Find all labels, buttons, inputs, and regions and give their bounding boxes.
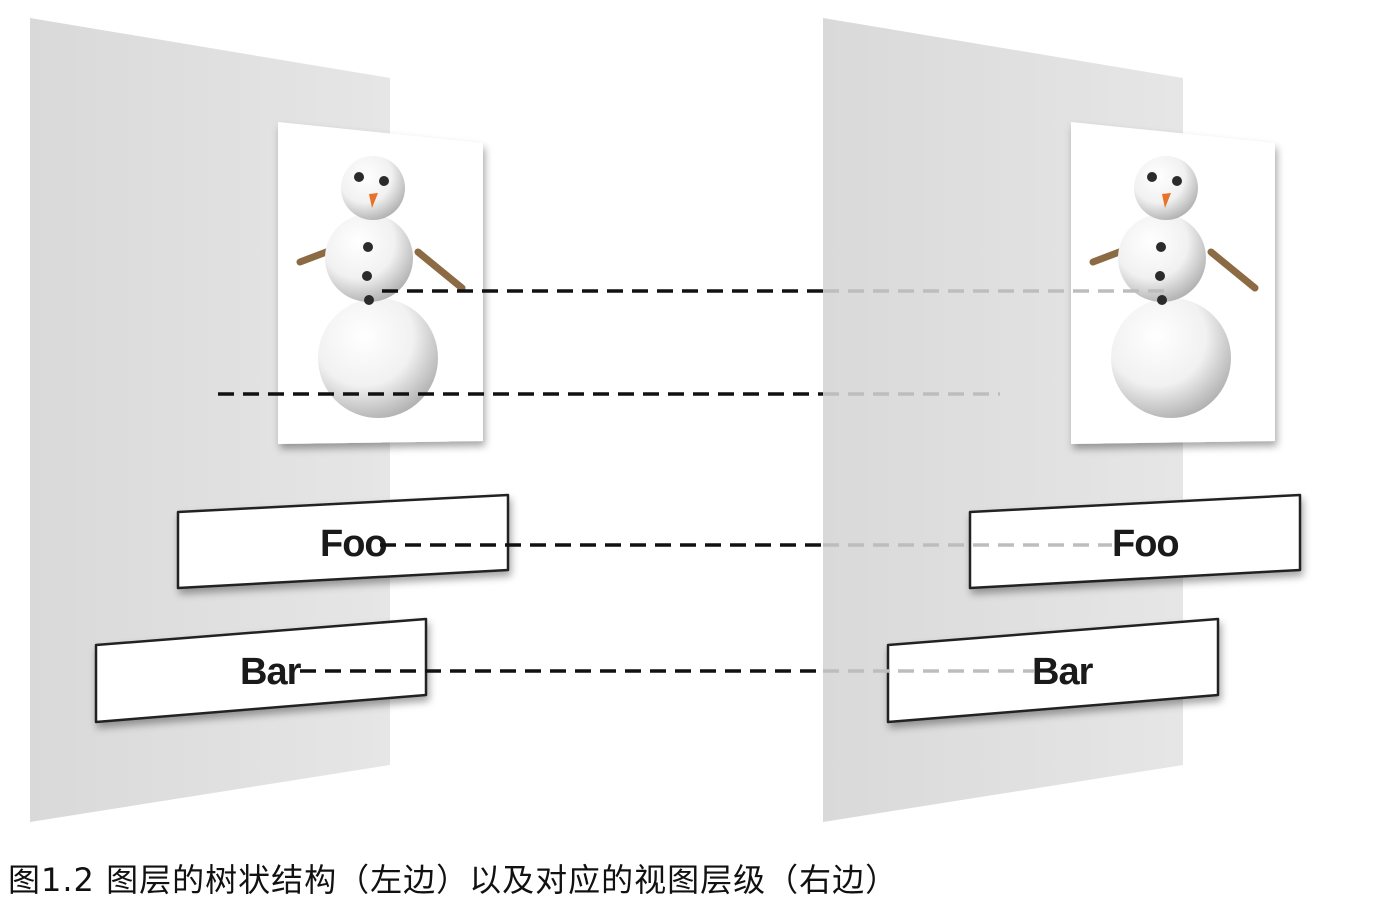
right-bar-label: Bar <box>1032 651 1094 693</box>
right-foo-view: Foo <box>968 493 1302 590</box>
left-bar-label: Bar <box>240 651 302 693</box>
left-image-layer <box>278 122 483 444</box>
left-bar-layer: Bar <box>94 617 428 724</box>
left-foo-layer: Foo <box>176 493 510 590</box>
right-view-hierarchy: Foo Bar <box>823 18 1302 822</box>
figure-caption: 图1.2 图层的树状结构（左边）以及对应的视图层级（右边） <box>8 861 899 899</box>
right-image-view <box>1071 122 1275 444</box>
connector-lines <box>218 289 1165 673</box>
left-foo-label: Foo <box>320 523 387 565</box>
layer-view-diagram: Foo Bar Foo Bar <box>30 18 1302 822</box>
right-bar-view: Bar <box>886 617 1220 724</box>
right-foo-label: Foo <box>1112 523 1179 565</box>
left-layer-tree: Foo Bar <box>30 18 510 822</box>
